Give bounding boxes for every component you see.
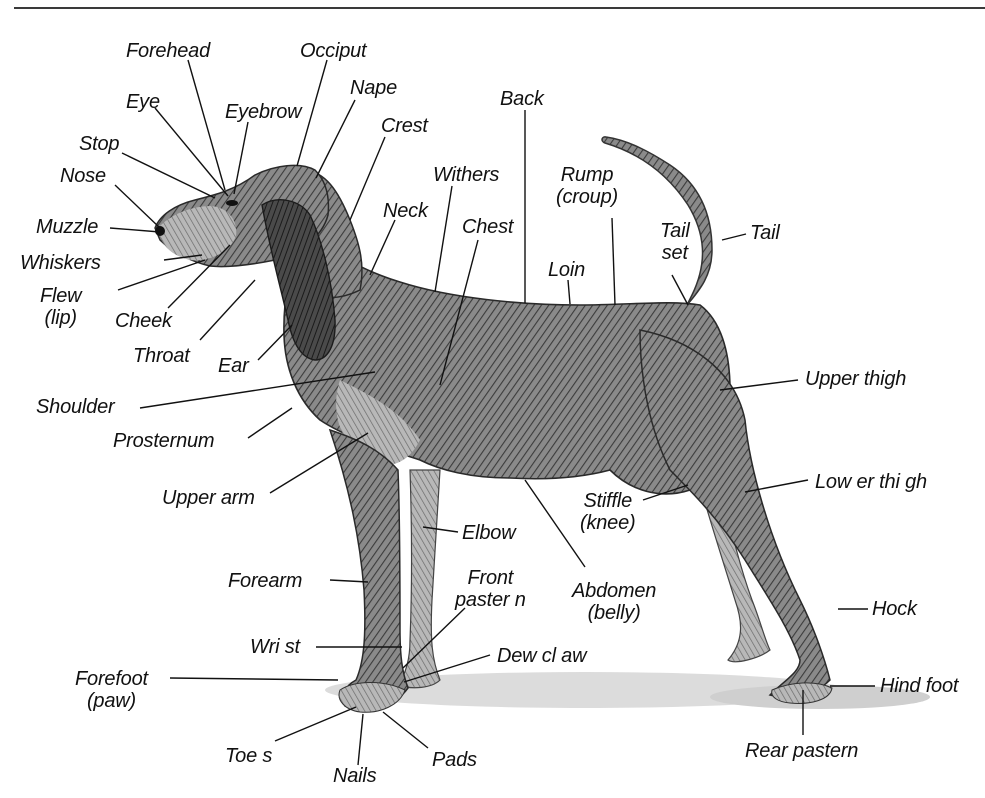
front-leg-near [330, 430, 408, 710]
label-dewclaw: Dew cl aw [497, 645, 586, 667]
leader-rump [612, 218, 615, 305]
label-throat: Throat [133, 345, 190, 367]
leader-withers [435, 186, 452, 292]
label-nails: Nails [333, 765, 376, 787]
label-stiffle-line2: (knee) [580, 512, 636, 534]
leader-flew [118, 260, 205, 290]
label-forefoot-line1: Forefoot [75, 668, 148, 690]
label-flew: Flew (lip) [40, 285, 81, 329]
tail-shape [602, 137, 712, 305]
label-tail: Tail [750, 222, 780, 244]
dog-eye [226, 200, 238, 206]
leader-upperthigh [720, 380, 798, 390]
leader-nails [358, 714, 363, 765]
front-leg-far [398, 470, 440, 688]
leader-neck [370, 220, 395, 275]
label-abdomen-line2: (belly) [572, 602, 656, 624]
leader-toes [275, 707, 356, 741]
label-flew-line2: (lip) [40, 307, 81, 329]
label-stop: Stop [79, 133, 119, 155]
label-back: Back [500, 88, 544, 110]
label-tailset-line2: set [660, 242, 690, 264]
label-forefoot: Forefoot (paw) [75, 668, 148, 712]
label-crest: Crest [381, 115, 428, 137]
label-rump: Rump (croup) [556, 164, 618, 208]
label-rear-pastern: Rear pastern [745, 740, 858, 762]
label-eyebrow: Eyebrow [225, 101, 301, 123]
label-front-pastern-line1: Front [455, 567, 526, 589]
leader-forefoot [170, 678, 338, 680]
label-lower-thigh: Low er thi gh [815, 471, 927, 493]
label-upper-arm: Upper arm [162, 487, 255, 509]
label-nose: Nose [60, 165, 106, 187]
label-forehead: Forehead [126, 40, 210, 62]
label-chest: Chest [462, 216, 513, 238]
leader-loin [568, 280, 570, 304]
leader-eye [155, 108, 228, 196]
leader-muzzle [110, 228, 160, 232]
label-eye: Eye [126, 91, 160, 113]
leader-stop [122, 153, 215, 198]
leader-crest [350, 137, 385, 220]
label-front-pastern: Front paster n [455, 567, 526, 611]
label-pads: Pads [432, 749, 477, 771]
label-forefoot-line2: (paw) [75, 690, 148, 712]
label-tailset-line1: Tail [660, 220, 690, 242]
label-stiffle: Stiffle (knee) [580, 490, 636, 534]
label-neck: Neck [383, 200, 428, 222]
leader-abdomen [525, 480, 585, 567]
label-loin: Loin [548, 259, 585, 281]
leader-occiput [297, 60, 327, 166]
label-cheek: Cheek [115, 310, 172, 332]
label-ear: Ear [218, 355, 249, 377]
label-toes: Toe s [225, 745, 272, 767]
label-hock: Hock [872, 598, 917, 620]
label-tailset: Tail set [660, 220, 690, 264]
leader-nose [115, 185, 160, 228]
label-abdomen: Abdomen (belly) [572, 580, 656, 624]
label-shoulder: Shoulder [36, 396, 114, 418]
label-forearm: Forearm [228, 570, 302, 592]
label-nape: Nape [350, 77, 397, 99]
label-muzzle: Muzzle [36, 216, 98, 238]
leader-pads [383, 712, 428, 748]
leader-prosternum [248, 408, 292, 438]
front-paw [339, 683, 405, 713]
label-wrist: Wri st [250, 636, 300, 658]
leader-throat [200, 280, 255, 340]
label-elbow: Elbow [462, 522, 515, 544]
label-upper-thigh: Upper thigh [805, 368, 906, 390]
leader-tail [722, 234, 746, 240]
hind-leg-near [640, 330, 830, 697]
label-prosternum: Prosternum [113, 430, 214, 452]
label-stiffle-line1: Stiffle [580, 490, 636, 512]
label-rump-line2: (croup) [556, 186, 618, 208]
label-rump-line1: Rump [556, 164, 618, 186]
leader-tailset [672, 275, 688, 305]
leader-forearm [330, 580, 368, 582]
leader-nape [316, 100, 355, 178]
label-flew-line1: Flew [40, 285, 81, 307]
label-hind-foot: Hind foot [880, 675, 958, 697]
label-whiskers: Whiskers [20, 252, 101, 274]
label-abdomen-line1: Abdomen [572, 580, 656, 602]
label-occiput: Occiput [300, 40, 366, 62]
label-withers: Withers [433, 164, 499, 186]
label-front-pastern-line2: paster n [455, 589, 526, 611]
